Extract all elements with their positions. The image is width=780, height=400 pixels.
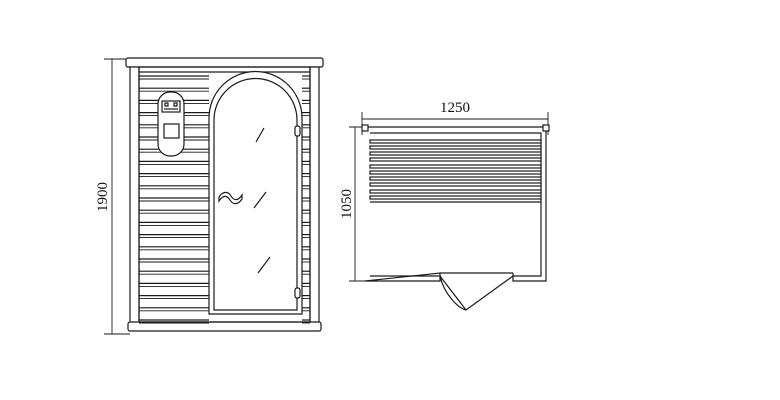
- depth-label: 1050: [339, 189, 355, 219]
- door: [208, 70, 303, 315]
- bench-slat: [369, 170, 542, 175]
- plan-view: 1250 1050: [339, 100, 550, 311]
- control-display: [161, 100, 181, 113]
- control-panel: [157, 91, 185, 157]
- door-frame: [208, 70, 303, 315]
- depth-dimension: 1050: [339, 126, 367, 282]
- roof-cap: [125, 57, 324, 68]
- bench-slat: [369, 182, 542, 187]
- bench-slats: [369, 139, 542, 203]
- bench-slat: [369, 139, 542, 144]
- height-dimension: 1900: [95, 58, 130, 335]
- left-post: [129, 66, 140, 328]
- door-handle-icon: [218, 191, 243, 205]
- bench-slat: [369, 176, 542, 181]
- bench-slat: [369, 157, 542, 162]
- bench-slat: [369, 145, 542, 150]
- right-post: [309, 66, 320, 328]
- door-hinge-bottom: [294, 287, 301, 299]
- height-label: 1900: [95, 182, 111, 212]
- wall-planks: [139, 71, 310, 324]
- bench-slat: [369, 164, 542, 169]
- door-hinge-top: [294, 125, 301, 137]
- wall-frame: [138, 66, 311, 323]
- plan-inner-wall: [370, 132, 542, 277]
- bench-slat: [369, 195, 542, 200]
- bench-slat: [369, 151, 542, 156]
- door-swing: [439, 275, 514, 311]
- plan-corner-tr: [542, 124, 550, 132]
- bench-slat: [369, 189, 542, 194]
- control-button: [163, 123, 180, 139]
- front-elevation: 1900: [95, 57, 324, 335]
- width-dimension: 1250: [361, 100, 549, 135]
- plan-outer-wall: [364, 126, 547, 282]
- width-label: 1250: [440, 100, 470, 116]
- door-glass: [213, 77, 298, 311]
- plan-corner-tl: [361, 124, 369, 132]
